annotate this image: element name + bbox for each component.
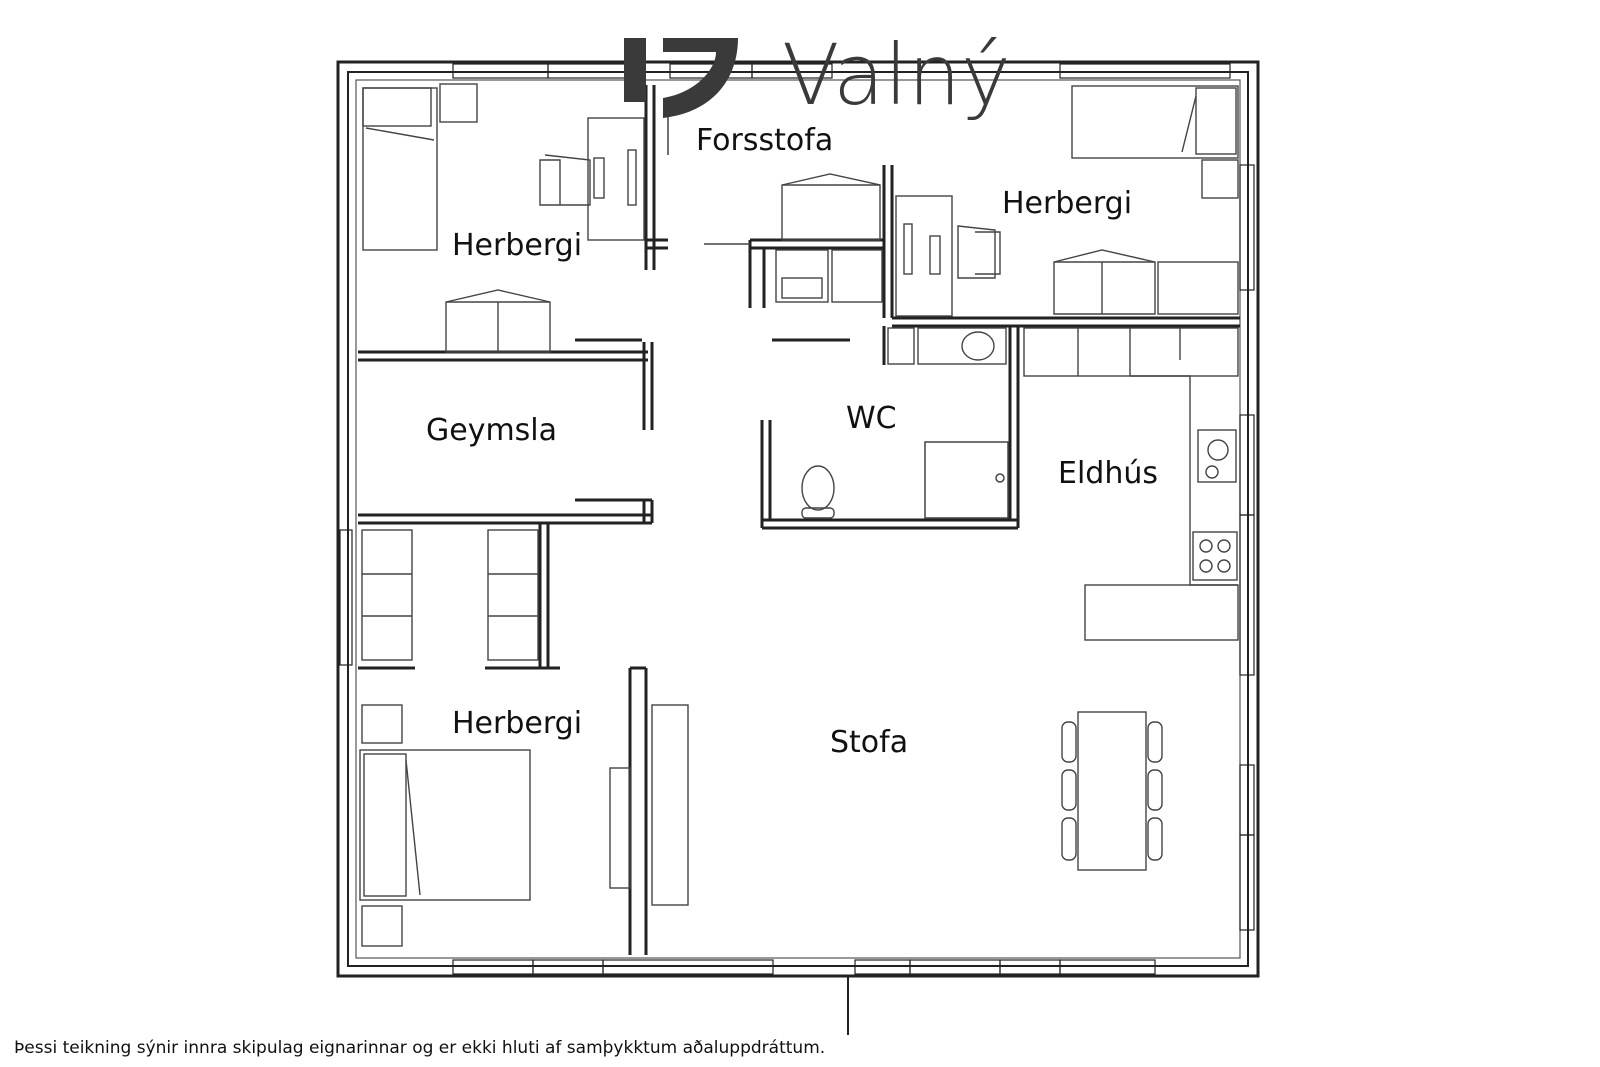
room-label-bedroom-top-left: Herbergi: [452, 228, 582, 263]
logo-wordmark: Valný: [782, 26, 1011, 124]
furniture-bedroom-top-right: [775, 85, 1239, 317]
nightstand: [439, 83, 478, 123]
kitchen-sink: [1197, 429, 1237, 483]
nightstand: [361, 905, 403, 947]
kitchen-island: [1084, 584, 1239, 641]
furniture-bedroom-bottom-left: [359, 704, 689, 947]
dining-table: [1077, 711, 1147, 871]
bed: [359, 749, 531, 901]
dresser: [445, 289, 551, 353]
brand-logo: Valný: [624, 26, 1011, 124]
room-label-bedroom-top-right: Herbergi: [1002, 186, 1132, 221]
washer: [781, 173, 881, 241]
toilet: [801, 465, 835, 511]
wardrobe: [651, 704, 689, 906]
desk: [895, 195, 953, 317]
furniture-wc: [801, 327, 1007, 519]
washbasin-counter: [917, 327, 1007, 365]
desk: [609, 767, 631, 889]
furniture-wardrobes: [361, 529, 539, 661]
desk: [587, 117, 645, 241]
dresser: [1053, 249, 1156, 315]
chair: [957, 225, 1001, 279]
room-label-kitchen: Eldhús: [1058, 456, 1158, 491]
nightstand: [1201, 159, 1239, 199]
nightstand: [361, 704, 403, 744]
furniture-kitchen: [1023, 327, 1239, 641]
room-label-living-room: Stofa: [830, 725, 908, 760]
room-label-wc: WC: [846, 401, 897, 436]
room-label-entrance: Forsstofa: [696, 123, 833, 158]
cooktop: [1192, 531, 1238, 581]
washbasin: [961, 331, 995, 361]
cabinet: [1157, 261, 1239, 315]
doors: [667, 110, 1009, 519]
logo-mark-curve: [663, 38, 738, 118]
room-label-storage: Geymsla: [426, 413, 557, 448]
chair: [539, 154, 591, 206]
dining-set: [1061, 711, 1163, 871]
outer-walls: [336, 60, 1260, 1035]
sink-cabinet: [775, 249, 829, 303]
furniture-bedroom-top-left: [362, 83, 645, 353]
plan-disclaimer: Þessi teikning sýnir innra skipulag eign…: [14, 1038, 826, 1058]
bed: [362, 87, 438, 251]
logo-mark-bar: [624, 38, 646, 102]
upper-counter: [1023, 327, 1239, 377]
room-label-bedroom-bottom-left: Herbergi: [452, 706, 582, 741]
room-labels: Forsstofa Herbergi Herbergi Geymsla WC E…: [426, 123, 1158, 760]
bed: [1071, 85, 1239, 159]
